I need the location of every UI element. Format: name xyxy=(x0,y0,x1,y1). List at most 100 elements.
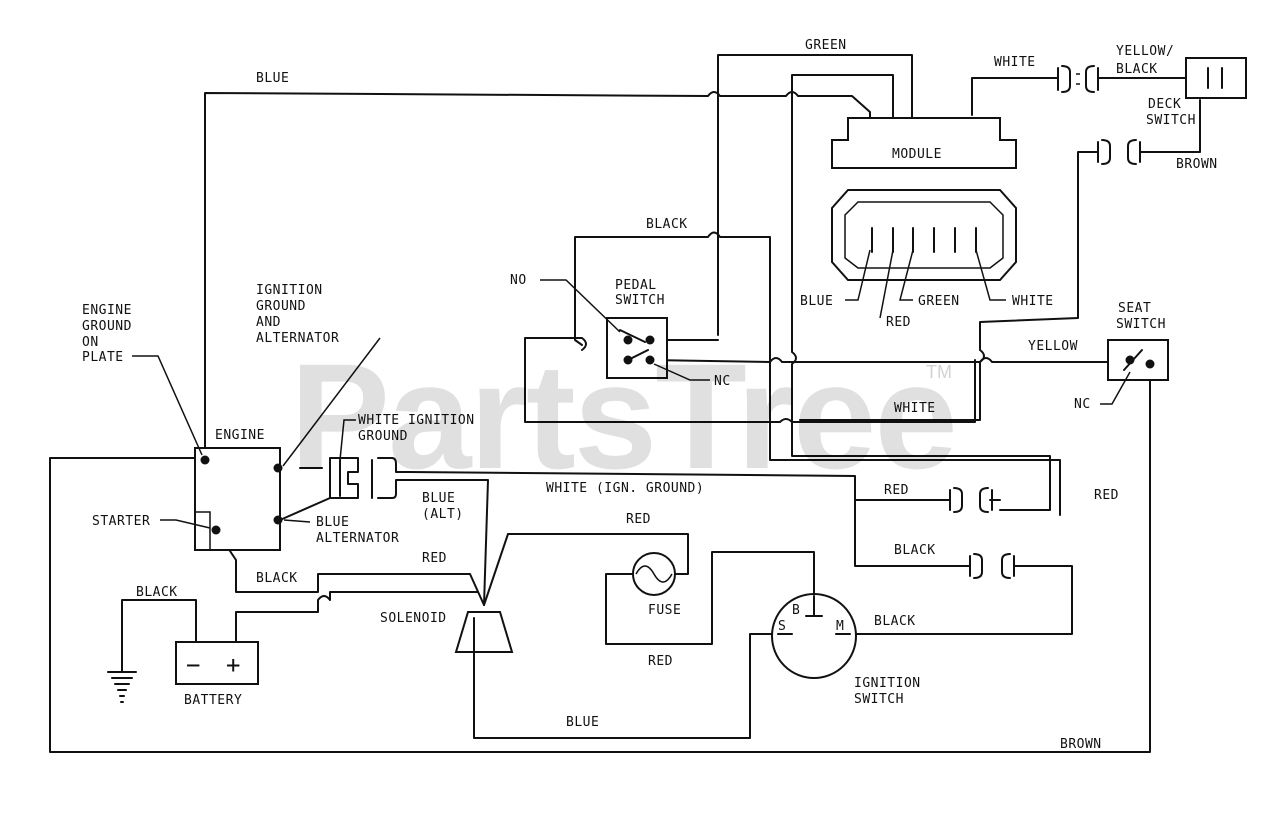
label-blue-top: BLUE xyxy=(256,71,289,86)
label-battery: BATTERY xyxy=(184,693,242,708)
label-blue-alternator-1: BLUE xyxy=(316,515,349,530)
wire-black-right xyxy=(854,499,971,567)
wire-blue-top xyxy=(204,91,871,459)
wire-module-loop xyxy=(791,74,1051,511)
seat-switch xyxy=(1100,339,1169,405)
label-ignition-ground-3: AND xyxy=(256,315,281,330)
ground-symbol xyxy=(107,671,137,703)
label-engine-ground-1: ENGINE xyxy=(82,303,132,318)
label-black-right: BLACK xyxy=(894,543,936,558)
connector-pins xyxy=(871,227,977,253)
fuse xyxy=(632,552,676,596)
label-red-right: RED xyxy=(1094,488,1119,503)
label-white-mid: WHITE xyxy=(894,401,936,416)
wire-red-fuse-top xyxy=(483,533,689,606)
pointer-green-conn xyxy=(899,249,914,301)
label-m: M xyxy=(836,619,844,634)
connector-brown-deck xyxy=(1097,139,1141,165)
wire-brown-deck xyxy=(1139,99,1201,153)
label-white-ignition-ground-1: WHITE IGNITION xyxy=(358,413,475,428)
pointer-red-conn xyxy=(879,249,894,319)
label-deck-switch-2: SWITCH xyxy=(1146,113,1196,128)
wire-yellow xyxy=(649,357,1129,363)
label-deck-switch-1: DECK xyxy=(1148,97,1181,112)
pointer-white-ignition xyxy=(339,419,356,461)
wire-battery-plus xyxy=(235,591,479,643)
label-white-ignition-ground-2: GROUND xyxy=(358,429,408,444)
label-yellow-black-1: YELLOW/ xyxy=(1116,44,1174,59)
solenoid xyxy=(454,611,514,661)
ignition-switch xyxy=(771,593,857,679)
label-blue-conn: BLUE xyxy=(800,294,833,309)
label-engine: ENGINE xyxy=(215,428,265,443)
label-blue-alt-2: (ALT) xyxy=(422,507,464,522)
wire-black-pedal xyxy=(574,231,1061,516)
label-pedal-switch-2: SWITCH xyxy=(615,293,665,308)
labels: GREEN WHITE YELLOW/ BLACK BLUE DECK SWIT… xyxy=(82,38,1218,752)
wire-white-pedal xyxy=(524,337,976,423)
label-no: NO xyxy=(510,273,527,288)
label-blue-alt-1: BLUE xyxy=(422,491,455,506)
label-seat-switch-2: SWITCH xyxy=(1116,317,1166,332)
label-brown-bottom: BROWN xyxy=(1060,737,1102,752)
pointer-nc-seat xyxy=(1100,371,1131,405)
battery-plus: + xyxy=(226,651,241,679)
label-red-conn: RED xyxy=(886,315,911,330)
label-ignition-switch-2: SWITCH xyxy=(854,692,904,707)
label-b: B xyxy=(792,603,800,618)
label-black-ign: BLACK xyxy=(874,614,916,629)
wire-starter-black xyxy=(215,529,485,606)
pointer-starter xyxy=(160,519,211,529)
pointer-no xyxy=(540,279,621,333)
battery: − + xyxy=(175,641,259,685)
engine xyxy=(132,337,381,551)
label-engine-ground-4: PLATE xyxy=(82,350,124,365)
module: MODULE xyxy=(831,117,1017,169)
pointer-engine-ground xyxy=(132,355,203,456)
label-engine-ground-3: ON xyxy=(82,335,99,350)
label-white-conn: WHITE xyxy=(1012,294,1054,309)
label-yellow: YELLOW xyxy=(1028,339,1078,354)
label-nc-seat: NC xyxy=(1074,397,1091,412)
wire-engine-right xyxy=(279,497,331,521)
connector-black xyxy=(969,553,1015,579)
label-engine-ground-2: GROUND xyxy=(82,319,132,334)
label-ignition-ground-2: GROUND xyxy=(256,299,306,314)
label-blue-bottom: BLUE xyxy=(566,715,599,730)
label-pedal-switch-1: PEDAL xyxy=(615,278,657,293)
label-brown-top: BROWN xyxy=(1176,157,1218,172)
label-black-starter: BLACK xyxy=(256,571,298,586)
label-seat-switch-1: SEAT xyxy=(1118,301,1151,316)
label-ignition-ground-1: IGNITION xyxy=(256,283,323,298)
wire-blue-alt xyxy=(407,479,489,606)
label-black-battery: BLACK xyxy=(136,585,178,600)
label-green-top: GREEN xyxy=(805,38,847,53)
label-red-fuse-bottom: RED xyxy=(648,654,673,669)
label-blue-alternator-2: ALTERNATOR xyxy=(316,531,399,546)
label-solenoid: SOLENOID xyxy=(380,611,447,626)
pointer-white-conn xyxy=(975,249,1006,301)
label-white-top: WHITE xyxy=(994,55,1036,70)
pedal-switch xyxy=(540,279,710,381)
label-red-fuse-top: RED xyxy=(626,512,651,527)
wire-battery-minus xyxy=(121,599,197,673)
label-nc: NC xyxy=(714,374,731,389)
label-ignition-switch-1: IGNITION xyxy=(854,676,921,691)
label-white-ign-ground: WHITE (IGN. GROUND) xyxy=(546,481,704,496)
wire-white-ign-ground xyxy=(407,471,951,501)
module-label: MODULE xyxy=(892,147,942,162)
wire-white-deck xyxy=(971,77,1059,116)
wire-green xyxy=(717,54,913,336)
label-s: S xyxy=(778,619,786,634)
wire-red-fuse-bottom xyxy=(605,551,815,645)
wire-brown-bottom xyxy=(49,364,1151,753)
wires xyxy=(49,54,1201,753)
label-green-conn: GREEN xyxy=(918,294,960,309)
label-yellow-black-2: BLACK xyxy=(1116,62,1158,77)
pointer-ignition-ground xyxy=(282,337,381,467)
wire-blue-bottom xyxy=(473,633,779,739)
connector-red xyxy=(949,487,993,513)
label-ignition-ground-4: ALTERNATOR xyxy=(256,331,339,346)
label-red-mid: RED xyxy=(884,483,909,498)
